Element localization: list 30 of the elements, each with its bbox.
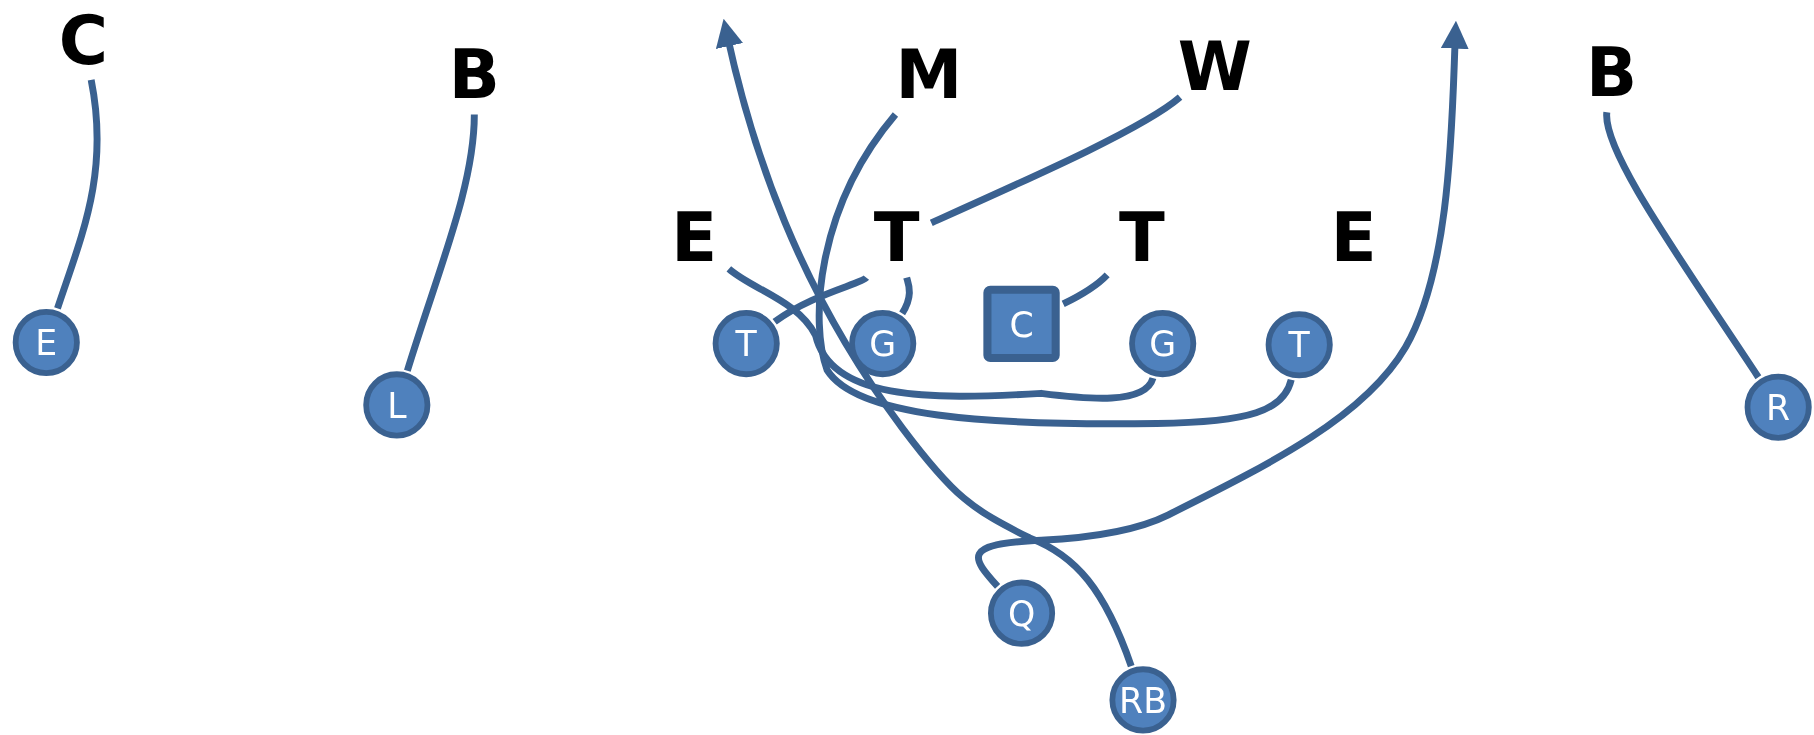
player-circle: R: [1744, 373, 1812, 441]
player-circle: L: [363, 371, 431, 439]
player-circle: G: [849, 310, 917, 378]
defender-letter: T: [1118, 204, 1165, 272]
defender-letter: M: [895, 41, 963, 109]
block-line: [899, 276, 913, 316]
route-arrow: [975, 20, 1469, 589]
defender-letter: E: [1330, 204, 1377, 272]
player-circle: Q: [988, 579, 1056, 647]
defender-letter: E: [671, 204, 718, 272]
block-line: [1061, 272, 1110, 308]
block-line: [726, 266, 1157, 402]
defender-letter: T: [873, 204, 920, 272]
defender-letter: B: [1586, 39, 1638, 107]
player-circle: RB: [1109, 666, 1177, 734]
player-circle: G: [1129, 310, 1197, 378]
defender-letter: C: [58, 6, 108, 75]
defender-letter: W: [1177, 33, 1252, 101]
player-circle: T: [712, 310, 780, 378]
block-line: [929, 94, 1183, 226]
player-circle: T: [1265, 311, 1333, 379]
player-circle: E: [12, 308, 80, 376]
block-line: [1603, 112, 1762, 380]
block-line: [404, 114, 478, 372]
block-line: [815, 112, 1295, 428]
center-square: C: [983, 285, 1060, 363]
block-line: [54, 79, 101, 310]
block-line: [772, 274, 869, 325]
defender-letter: B: [448, 41, 500, 109]
route-arrow: [716, 18, 1135, 668]
